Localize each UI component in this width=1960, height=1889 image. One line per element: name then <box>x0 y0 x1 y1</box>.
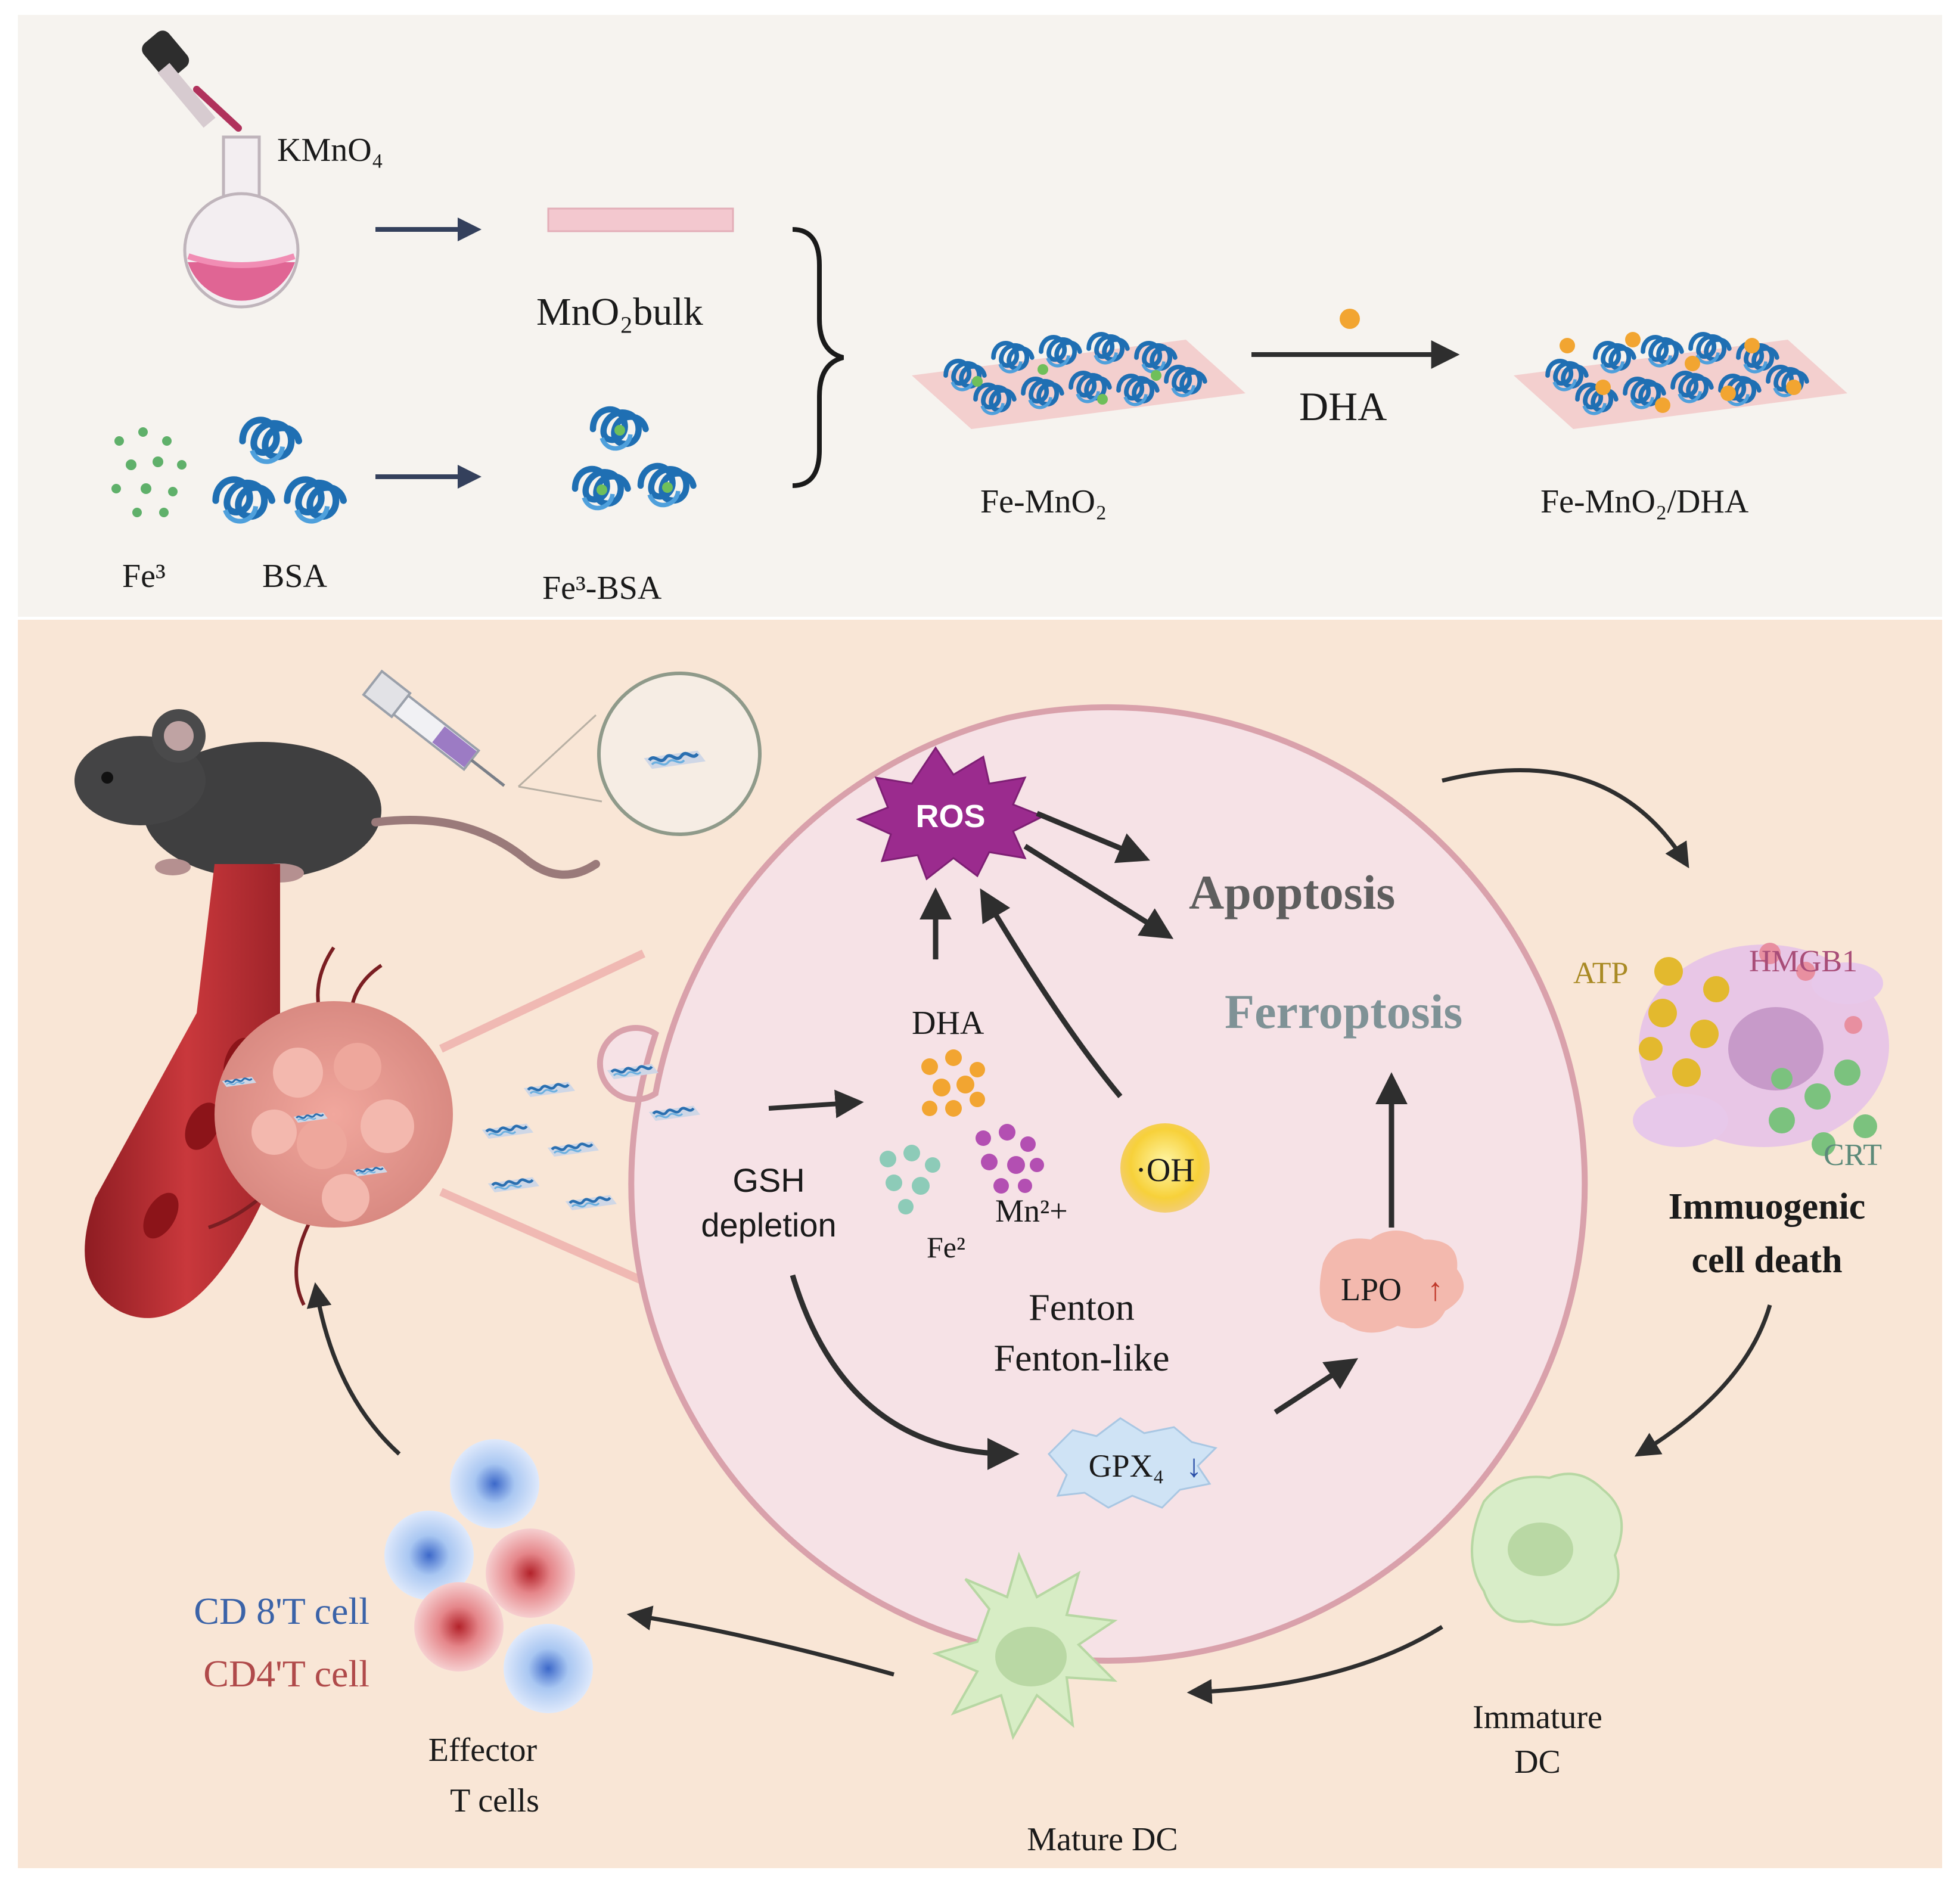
gpx4-label: GPX₄ <box>1089 1448 1164 1484</box>
gpx4-enzyme-icon <box>1047 1417 1217 1509</box>
atp-label: ATP <box>1573 956 1628 990</box>
fe2-label: Fe² <box>927 1231 965 1264</box>
icd-title-line2: cell death <box>1691 1240 1842 1281</box>
flask-icon <box>183 135 300 309</box>
lpo-up-arrow: ↑ <box>1427 1272 1443 1307</box>
apoptosis-label: Apoptosis <box>1189 865 1395 919</box>
mno2-bulk-slab <box>547 207 734 232</box>
cd4-label: CD4'T cell <box>203 1652 369 1695</box>
mature-dc-label: Mature DC <box>1027 1821 1178 1858</box>
arrow-cell-icd <box>1442 768 1689 869</box>
hmgb1-label: HMGB1 <box>1749 945 1858 978</box>
hydroxyl-radical-icon <box>1120 1123 1210 1213</box>
mno2-bulk-label: MnO₂bulk <box>536 290 703 334</box>
fe3-label: Fe³ <box>122 558 166 595</box>
dha-cell-label: DHA <box>912 1005 984 1042</box>
immature-dc-line1: Immature <box>1473 1699 1602 1736</box>
tumor-cell <box>597 704 1588 1664</box>
arrow-ros-apoptosis <box>1036 810 1150 863</box>
dha-arrow-label: DHA <box>1299 384 1387 429</box>
gsh-label: GSH <box>732 1161 804 1199</box>
arrow-gsh-gpx4 <box>790 1274 1020 1470</box>
fe-mno2-dha-nanosheet <box>1514 332 1847 429</box>
crt-label: CRT <box>1824 1138 1882 1172</box>
lpo-blob-icon <box>1319 1231 1464 1333</box>
mature-dc-icon <box>932 1552 1118 1741</box>
arrow-gpx4-lpo <box>1273 1358 1359 1415</box>
cd8-label: CD 8'T cell <box>194 1590 369 1632</box>
fe2-dots-icon <box>880 1145 940 1214</box>
oh-label: ·OH <box>1135 1152 1195 1189</box>
fe-mno2-nanosheet <box>912 334 1245 429</box>
kmno4-label: KMnO₄ <box>277 132 383 169</box>
gpx4-down-arrow: ↓ <box>1186 1448 1202 1484</box>
effector-t-cells-icon <box>384 1439 593 1713</box>
depletion-label: depletion <box>701 1206 836 1244</box>
bsa-label: BSA <box>262 558 327 595</box>
fe-mno2-dha-label: Fe-MnO₂/DHA <box>1540 483 1749 520</box>
lpo-label: LPO <box>1341 1272 1402 1307</box>
fe3-bsa-label: Fe³-BSA <box>542 570 662 607</box>
fenton-label: Fenton <box>1029 1286 1135 1328</box>
ferroptosis-label: Ferroptosis <box>1225 984 1462 1039</box>
mn2-dots-icon <box>976 1124 1044 1194</box>
mouse-icon <box>74 709 600 883</box>
fenton-like-label: Fenton-like <box>993 1337 1169 1379</box>
arrow-tcells-tumor <box>306 1282 401 1456</box>
mn2-label: Mn²+ <box>995 1193 1068 1229</box>
fe-mno2-label: Fe-MnO₂ <box>980 483 1107 520</box>
immature-dc-icon <box>1471 1472 1623 1626</box>
dha-dots-icon <box>921 1049 985 1117</box>
pipette-icon <box>142 30 242 132</box>
fe3-bsa-complex-icon <box>575 409 694 508</box>
arrow-immature-mature-dc <box>1186 1625 1443 1704</box>
ros-burst-icon <box>856 746 1045 881</box>
synthesis-panel-bg <box>18 15 1942 617</box>
effector-line2: T cells <box>450 1782 539 1819</box>
icd-debris-icon <box>1633 943 1889 1156</box>
arrow-uptake <box>768 1089 864 1119</box>
combine-brace <box>792 227 844 488</box>
tumor-tissue-icon <box>215 1001 453 1228</box>
syringe-icon <box>362 669 505 787</box>
arrow-icd-immature-dc <box>1634 1304 1772 1457</box>
immature-dc-line2: DC <box>1514 1744 1561 1781</box>
arrow-oh-ros <box>980 888 1123 1098</box>
dha-molecule-dot <box>1340 309 1360 329</box>
ros-label: ROS <box>915 799 985 834</box>
effector-line1: Effector <box>428 1732 538 1769</box>
arrow-ros-ferroptosis <box>1023 844 1174 939</box>
icd-title-line1: Immuogenic <box>1669 1186 1866 1227</box>
blood-vessel-icon <box>85 864 383 1318</box>
fe3-dots-icon <box>111 427 187 517</box>
arrow-dc-tcells <box>626 1605 894 1677</box>
